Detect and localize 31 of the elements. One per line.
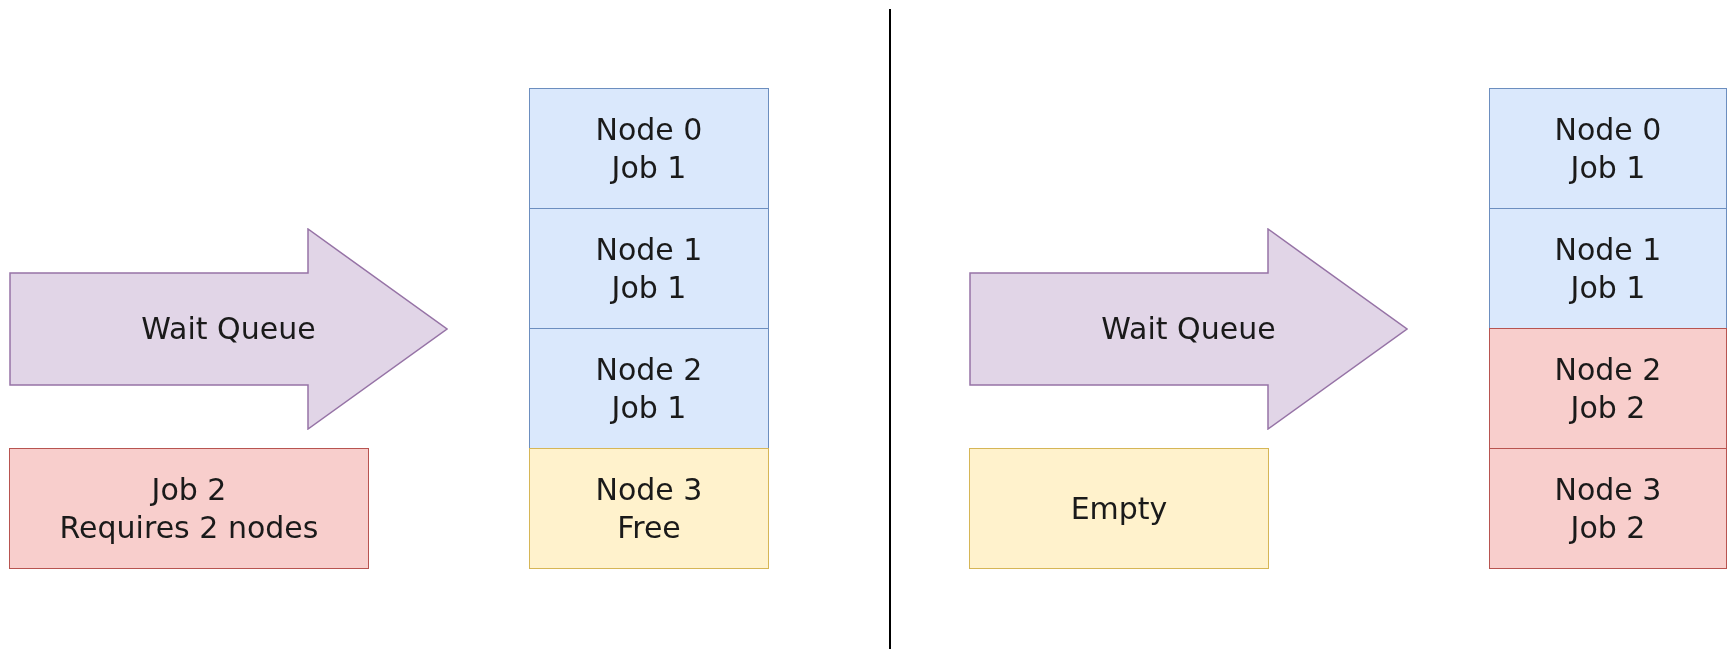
node-text: Job 2: [151, 471, 227, 509]
node-text: Job 2: [1570, 388, 1646, 426]
node-text: Empty: [1070, 489, 1168, 528]
node-text: Node 2: [1554, 351, 1662, 389]
node-box: [529, 328, 769, 449]
node-text: Node 0: [1554, 111, 1662, 149]
node-box: [529, 208, 769, 329]
node-box: [1489, 208, 1727, 329]
node-text: Node 1: [1554, 231, 1662, 269]
node-text: Job 2: [1570, 508, 1646, 546]
node-box: [969, 448, 1269, 569]
node-text: Free: [617, 508, 681, 546]
node-text: Wait Queue: [141, 310, 316, 348]
node-text: Job 1: [1570, 268, 1646, 306]
node-box: [529, 448, 769, 569]
node-box: [529, 88, 769, 209]
node-text: Node 2: [595, 351, 703, 389]
node-text: Job 1: [611, 388, 687, 426]
node-text: Node 3: [1554, 471, 1662, 509]
node-text: Job 1: [1570, 148, 1646, 186]
node-text: Node 1: [595, 231, 703, 269]
node-text: Requires 2 nodes: [59, 508, 319, 546]
node-text: Node 3: [595, 471, 703, 509]
node-text: Job 1: [611, 148, 687, 186]
node-box: [1489, 328, 1727, 449]
node-text: Wait Queue: [1101, 310, 1276, 348]
node-text: Node 0: [595, 111, 703, 149]
node-box: [9, 448, 369, 569]
node-box: [1489, 448, 1727, 569]
node-text: Job 1: [611, 268, 687, 306]
node-box: [1489, 88, 1727, 209]
